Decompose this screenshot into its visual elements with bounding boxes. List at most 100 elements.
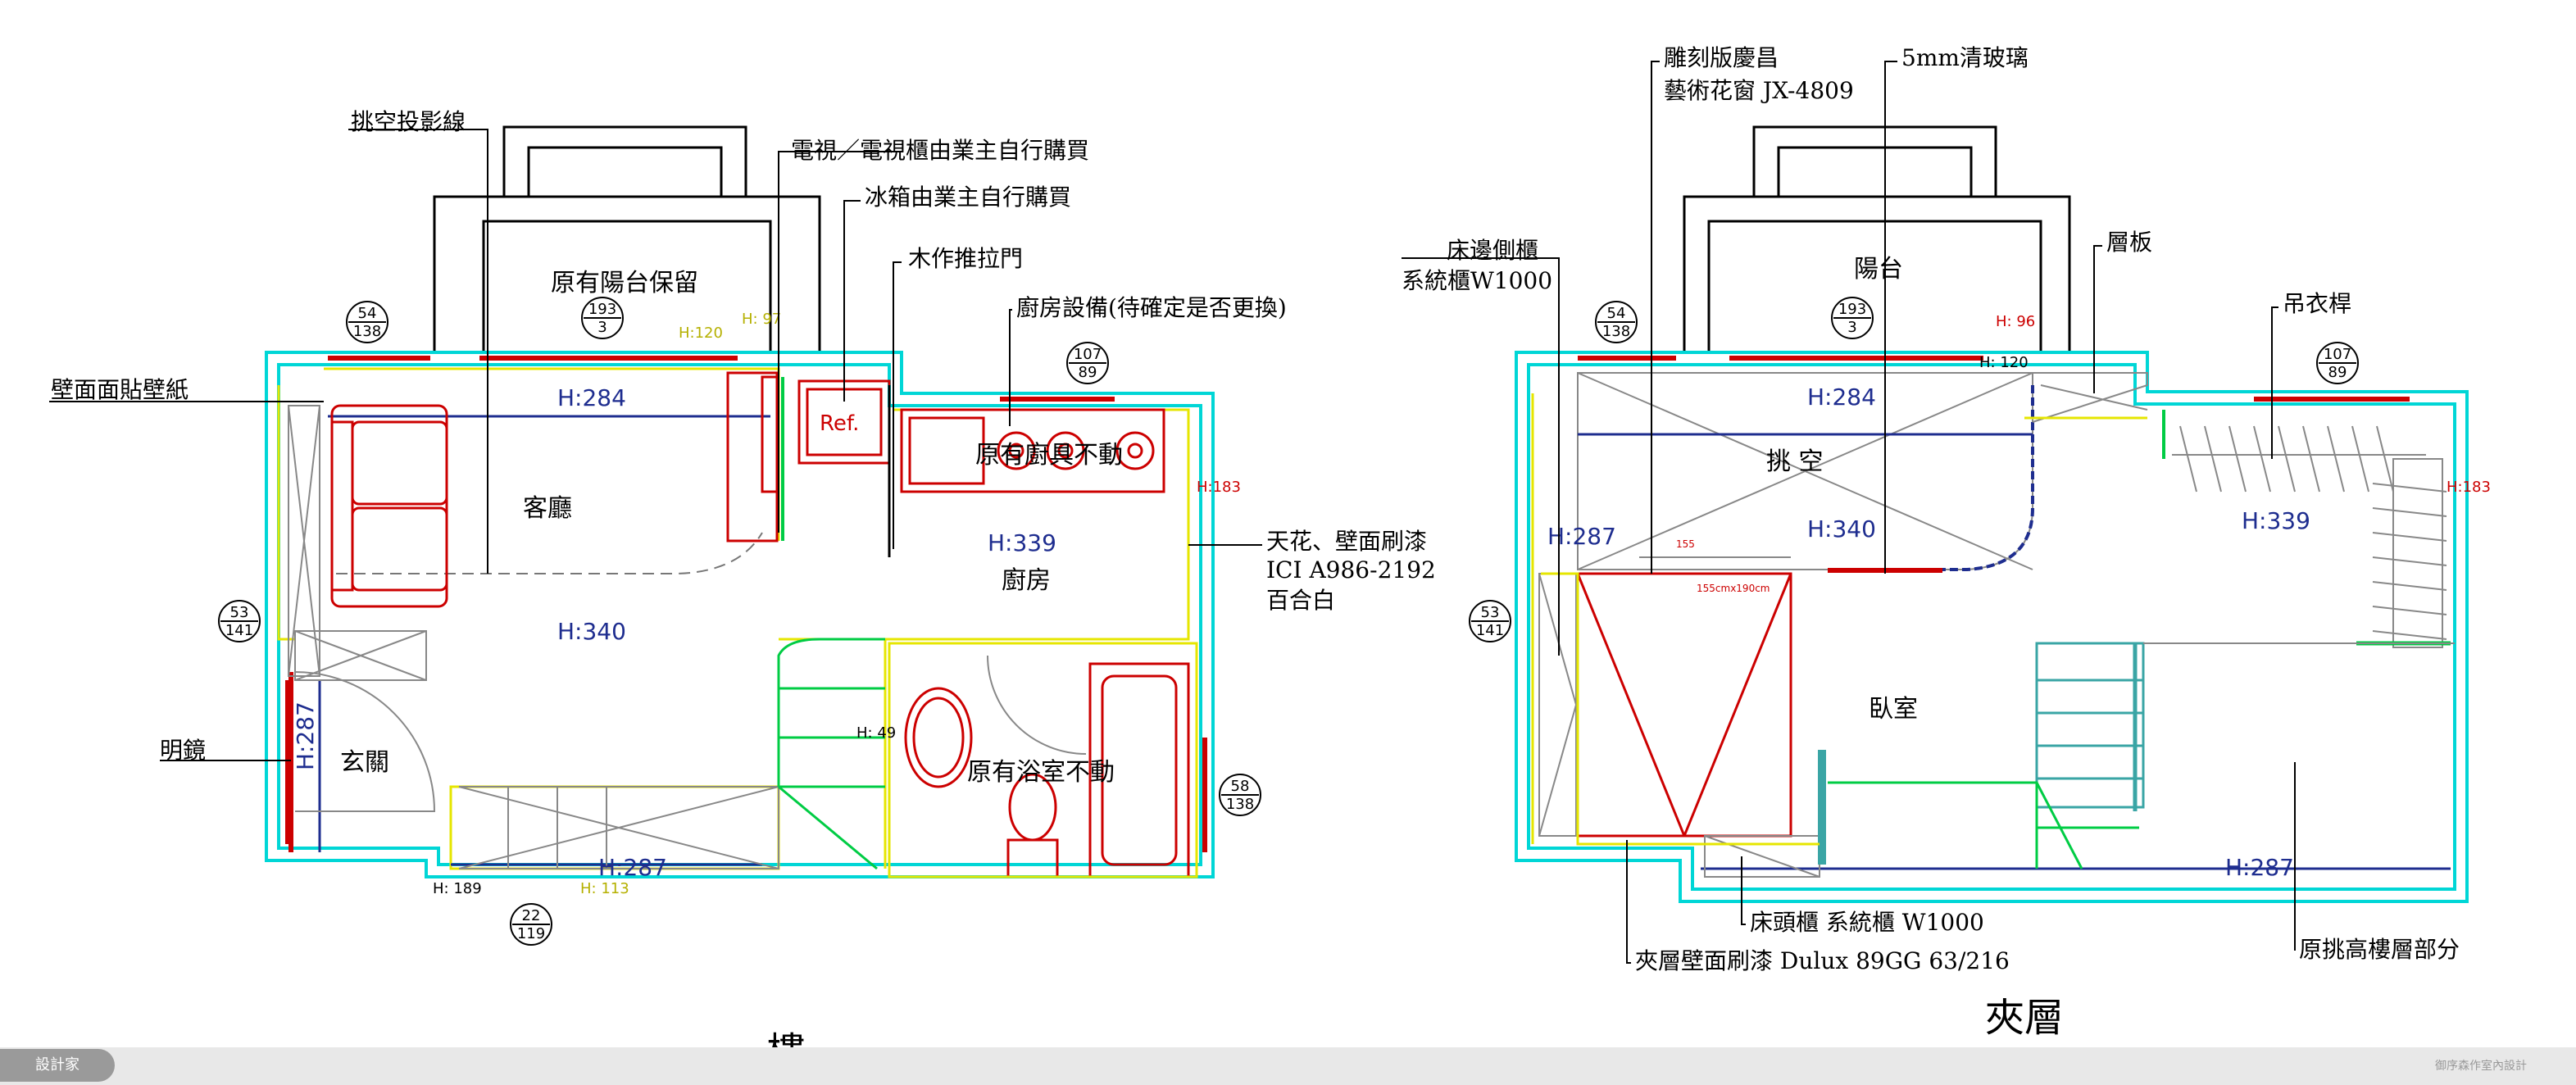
floor1-balcony [433, 125, 821, 352]
floor1-height-189: H: 189 [433, 880, 482, 897]
tag-bottom: 3 [597, 319, 607, 336]
floor1-tag-2: 193 3 [581, 297, 624, 339]
fridge-ref-label: Ref. [820, 411, 859, 436]
tag-top: 107 [1074, 346, 1102, 363]
floor1-windows [288, 356, 1207, 852]
tag-bottom: 3 [1847, 319, 1856, 336]
mezz-bed [1576, 572, 1792, 838]
mezz-bed-size: 155cmx190cm [1697, 583, 1770, 594]
annot-clear-glass: 5mm清玻璃 [1901, 44, 2029, 71]
mezzanine-plan: 155 155cmx190cm [1402, 44, 2491, 1041]
floor1-leaders [49, 129, 1262, 761]
floor1-height-120: H:120 [679, 325, 723, 342]
room-balcony: 原有陽台保留 [551, 269, 698, 297]
room-entrance: 玄關 [340, 748, 389, 777]
tag-bottom: 119 [517, 925, 545, 942]
mezz-headboard [1818, 750, 1826, 865]
annot-hanging-rod: 吊衣桿 [2283, 290, 2351, 317]
tag-bottom: 138 [353, 323, 381, 340]
mezz-height-339: H:339 [2242, 507, 2310, 534]
mezz-stairs [1828, 642, 2145, 869]
mezz-ceiling-lines [1531, 393, 2147, 846]
floor1-tag-3: 107 89 [1066, 342, 1109, 384]
floor1-void-line [336, 532, 763, 574]
room-bath: 原有浴室不動 [967, 758, 1115, 787]
mezz-height-340: H:340 [1807, 515, 1876, 542]
annot-ceiling-paint-1: 天花、壁面刷漆 [1266, 528, 1427, 555]
floor1-stair-green [777, 638, 885, 870]
floor1-tag-4: 53 141 [218, 600, 261, 642]
annot-bedside-cabinet-2: 系統櫃W1000 [1402, 267, 1552, 294]
tag-top: 58 [1231, 778, 1250, 795]
mezz-windows [1578, 356, 2410, 402]
tag-bottom: 89 [1079, 364, 1097, 381]
mezz-height-287b: H:287 [2225, 854, 2294, 881]
tv-cabinet [726, 371, 784, 542]
annot-tv: 電視／電視櫃由業主自行購買 [791, 137, 1089, 164]
floor1-tag-5: 58 138 [1219, 774, 1261, 816]
floor1-tag-6: 22 119 [510, 903, 552, 946]
annot-carved-glass-2: 藝術花窗 JX-4809 [1664, 77, 1854, 104]
room-kitchen: 廚房 [1002, 566, 1051, 595]
brand-logo[interactable]: 設計家 [0, 1049, 115, 1082]
annot-mirror: 明鏡 [160, 737, 206, 764]
floor1-height-97: H: 97 [742, 311, 781, 328]
mezz-room-balcony: 陽台 [1854, 255, 1903, 284]
floor1-walls [265, 351, 1215, 878]
mezz-balcony [1683, 125, 2071, 352]
mezz-room-void: 挑 空 [1766, 447, 1824, 476]
annot-bedside-cabinet-1: 床邊側櫃 [1447, 237, 1538, 264]
annot-ceiling-paint-2: ICI A986-2192 [1266, 556, 1436, 583]
mezz-height-96: H: 96 [1996, 313, 2035, 330]
floor1-plan: Ref. [49, 108, 1436, 1075]
entrance-door [294, 671, 436, 812]
floor1-height-284: H:284 [557, 384, 626, 411]
mezz-bed-dim-label: 155 [1676, 538, 1695, 550]
mezz-tag-1: 54 138 [1595, 301, 1638, 343]
mezz-glass-edge [1828, 385, 2034, 571]
mezz-room-bedroom: 臥室 [1869, 695, 1918, 724]
mezz-tag-4: 53 141 [1469, 600, 1511, 642]
annot-ceiling-paint-3: 百合白 [1266, 587, 1335, 614]
studio-credit: 御序森作室內設計 [2435, 1060, 2527, 1073]
tag-top: 22 [522, 907, 541, 924]
annot-wallpaper: 壁面面貼壁紙 [51, 376, 189, 403]
room-living: 客廳 [523, 494, 572, 523]
annot-fridge: 冰箱由業主自行購買 [865, 184, 1071, 211]
tag-top: 54 [358, 305, 377, 322]
annot-void-projection: 挑空投影線 [351, 108, 466, 135]
bath-door [987, 655, 1087, 755]
tag-top: 193 [1838, 301, 1866, 318]
annot-shelf: 層板 [2106, 229, 2152, 256]
tag-top: 107 [2324, 346, 2351, 363]
annot-carved-glass-1: 雕刻版慶昌 [1664, 44, 1779, 71]
mezz-height-287a: H:287 [1547, 523, 1616, 550]
tag-top: 53 [1481, 604, 1500, 621]
mezz-side-cabinet [1538, 573, 1820, 878]
mezz-walls [1515, 351, 2469, 903]
annot-kitchen-equipment: 廚房設備(待確定是否更換) [1016, 294, 1287, 321]
tag-top: 193 [588, 301, 616, 318]
annot-headboard: 床頭櫃 系統櫃 W1000 [1750, 909, 1984, 936]
floor1-cabinet-x [288, 405, 427, 681]
tag-bottom: 141 [1476, 622, 1504, 639]
annot-sliding-door: 木作推拉門 [908, 245, 1023, 272]
mezz-tag-2: 193 3 [1831, 297, 1874, 339]
mezz-leaders [1402, 61, 2296, 964]
tag-bottom: 138 [1602, 323, 1630, 340]
room-kitchen-fixed: 原有廚具不動 [975, 441, 1123, 470]
mezz-tag-3: 107 89 [2316, 342, 2359, 384]
annot-mezz-paint: 夾層壁面刷漆 Dulux 89GG 63/216 [1635, 947, 2010, 974]
mezz-shelf [2032, 372, 2148, 423]
mirror-panel [285, 680, 293, 844]
sofa [330, 404, 448, 608]
tag-bottom: 141 [225, 622, 253, 639]
tag-bottom: 138 [1226, 796, 1254, 813]
floor1-height-339: H:339 [988, 529, 1056, 556]
footer-bar [0, 1047, 2576, 1085]
floor1-height-183: H:183 [1197, 479, 1241, 496]
kitchen-counter [900, 408, 1165, 493]
bath-walls [888, 642, 1198, 878]
mezz-height-284: H:284 [1807, 384, 1876, 411]
tag-top: 54 [1607, 305, 1626, 322]
